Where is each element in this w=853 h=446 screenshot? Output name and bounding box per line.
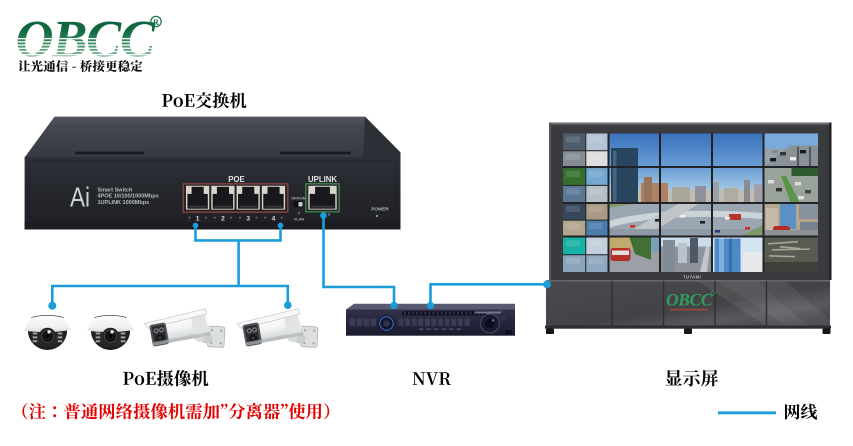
svg-text:Ai: Ai xyxy=(70,182,90,213)
svg-text:1: 1 xyxy=(196,216,200,223)
svg-text:TUYAMI: TUYAMI xyxy=(683,274,701,279)
svg-text:OFF/ON: OFF/ON xyxy=(291,197,306,201)
svg-text:POWER: POWER xyxy=(371,207,389,212)
svg-text:2: 2 xyxy=(221,216,225,223)
svg-text:VLAN: VLAN xyxy=(294,218,305,222)
svg-text:4: 4 xyxy=(272,216,276,223)
svg-text:POE: POE xyxy=(228,175,244,184)
svg-text:3: 3 xyxy=(246,216,250,223)
svg-text:1UPLINK 1000Mbps: 1UPLINK 1000Mbps xyxy=(98,200,150,206)
svg-text:4POE 10/100/1000Mbps: 4POE 10/100/1000Mbps xyxy=(98,194,159,200)
svg-text:UPLINK: UPLINK xyxy=(308,175,337,184)
svg-text:R: R xyxy=(153,18,159,27)
svg-text:Smart Switch: Smart Switch xyxy=(98,188,133,194)
